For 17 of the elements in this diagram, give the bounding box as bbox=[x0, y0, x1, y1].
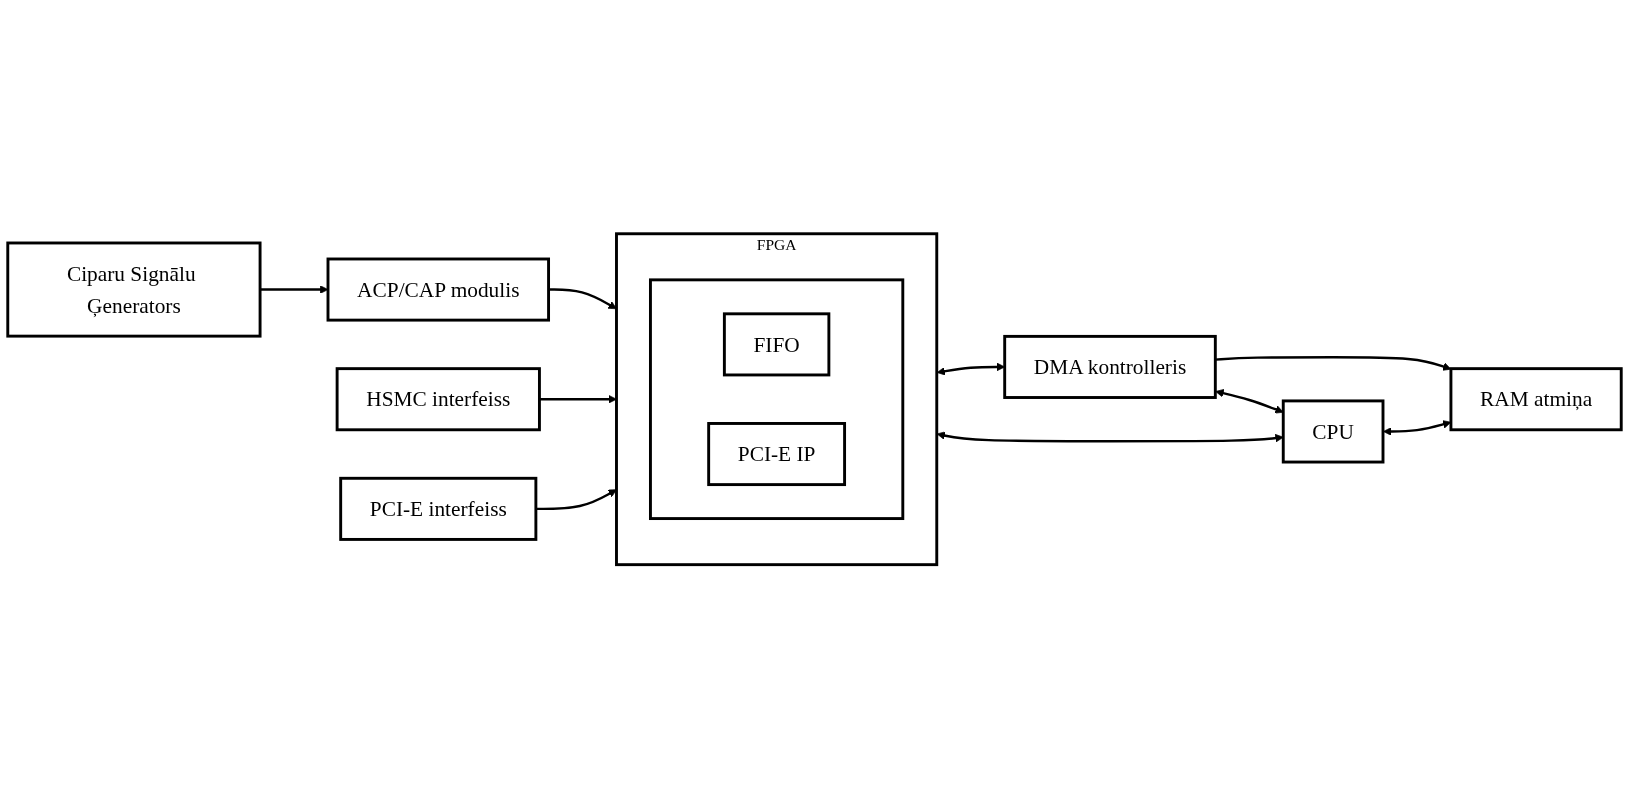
node-box: Ciparu Signālu Ģenerators bbox=[6, 241, 262, 338]
node-box: HSMC interfeiss bbox=[335, 366, 541, 431]
arrow bbox=[936, 431, 1284, 443]
arrow bbox=[539, 394, 617, 404]
node-box: FIFO bbox=[722, 312, 831, 377]
node-box: RAM atmiņa bbox=[1449, 366, 1623, 431]
node-box: ACP/CAP modulis bbox=[326, 257, 550, 322]
node-box: PCI-E interfeiss bbox=[339, 476, 538, 541]
node-box: DMA kontrolleris bbox=[1003, 334, 1217, 399]
arrow bbox=[548, 288, 617, 309]
arrow bbox=[1215, 388, 1284, 414]
arrow bbox=[535, 489, 617, 510]
node-box: PCI-E IP bbox=[707, 421, 847, 486]
cluster bbox=[649, 278, 905, 520]
arrow bbox=[1215, 355, 1452, 371]
arrow bbox=[260, 285, 329, 294]
node-box: CPU bbox=[1281, 399, 1385, 464]
